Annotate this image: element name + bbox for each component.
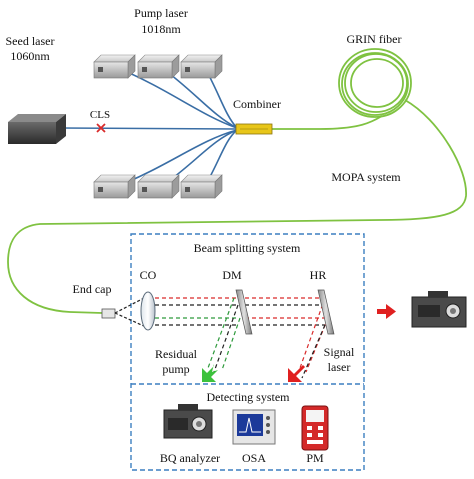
fiber-to-coil (272, 115, 383, 130)
pump-laser-icon (93, 54, 136, 79)
hr-label: HR (310, 268, 327, 282)
pump-fibers (117, 67, 238, 187)
pm-icon (301, 405, 329, 451)
seed-laser-label-2: 1060nm (10, 49, 50, 63)
seed-fiber (59, 127, 238, 130)
pump-laser-icon (137, 174, 180, 199)
signal-laser-arrow-icon (288, 364, 306, 382)
bq-analyzer-label: BQ analyzer (160, 451, 220, 465)
pump-laser-group-top (93, 54, 223, 79)
beam-splitting-box (130, 233, 365, 471)
residual-pump-arrow-icon (202, 364, 218, 382)
co-lens-icon (140, 291, 156, 331)
pump-laser-label-2: 1018nm (141, 22, 181, 36)
reflected-beams (207, 297, 329, 379)
output-arrow-icon (377, 304, 396, 319)
grin-fiber (7, 48, 467, 314)
residual-pump-label-2: pump (162, 362, 189, 376)
signal-laser-label-1: Signal (324, 345, 355, 359)
mopa-system-label: MOPA system (331, 170, 401, 184)
dm-label: DM (222, 268, 242, 282)
signal-laser-label-2: laser (328, 360, 351, 374)
dm-mirror-icon (235, 289, 253, 335)
end-cap-icon (101, 308, 116, 319)
end-cap-label: End cap (73, 282, 112, 296)
seed-laser-label-1: Seed laser (6, 34, 55, 48)
grin-fiber-label: GRIN fiber (347, 32, 402, 46)
pump-laser-icon (180, 174, 223, 199)
collimated-beams (155, 297, 325, 326)
beam-splitting-label: Beam splitting system (194, 241, 301, 255)
hr-mirror-icon (317, 289, 335, 335)
pump-laser-label-1: Pump laser (134, 6, 188, 20)
output-instrument-icon (411, 291, 467, 328)
pump-laser-icon (93, 174, 136, 199)
diverging-beam (114, 296, 147, 328)
pump-laser-icon (180, 54, 223, 79)
combiner-icon (235, 123, 273, 135)
osa-icon (232, 409, 276, 445)
osa-label: OSA (242, 451, 266, 465)
combiner-label: Combiner (233, 97, 281, 111)
cls-label: CLS (90, 109, 110, 121)
pump-laser-group-bottom (93, 174, 223, 199)
co-label: CO (140, 268, 157, 282)
cls-cross-icon (96, 123, 106, 133)
seed-laser-icon (8, 114, 66, 144)
bq-analyzer-icon (163, 404, 213, 439)
pump-fiber-1 (117, 67, 238, 129)
detecting-system-label: Detecting system (207, 390, 291, 404)
residual-pump-label-1: Residual (155, 347, 198, 361)
pump-laser-icon (137, 54, 180, 79)
pm-label: PM (306, 451, 324, 465)
fiber-to-endcap (7, 99, 467, 314)
